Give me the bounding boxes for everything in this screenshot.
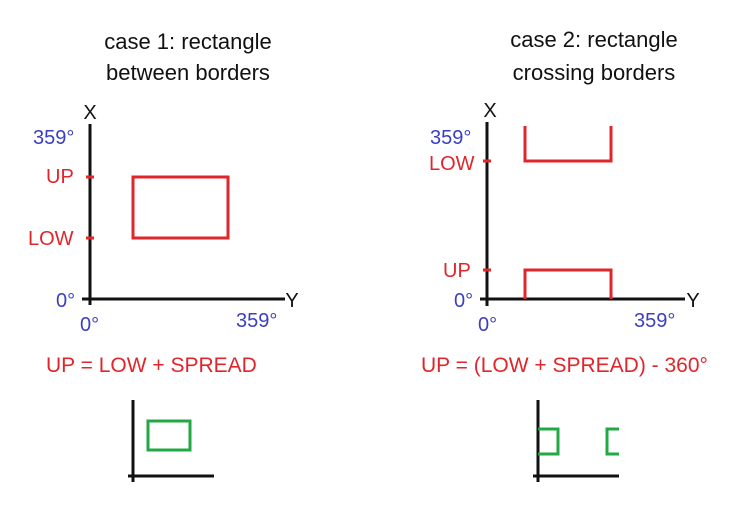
case2-panel: case 2: rectangle crossing borders X Y 3…	[421, 27, 708, 482]
case1-low-label: LOW	[28, 228, 74, 250]
case2-green-rectangle-left-part	[538, 427, 560, 456]
case2-title-line2: crossing borders	[513, 60, 676, 85]
case1-x-min-label: 0°	[56, 290, 75, 312]
case2-formula: UP = (LOW + SPREAD) - 360°	[421, 354, 708, 377]
case2-red-rectangle-bottom-part	[523, 268, 613, 299]
case2-y-max-label: 359°	[634, 310, 675, 332]
case2-x-min-label: 0°	[454, 290, 473, 312]
case1-red-rectangle	[131, 175, 230, 240]
case2-red-rectangle-top-part	[523, 126, 613, 163]
case1-y-axis-letter: Y	[285, 290, 298, 312]
case2-title-line1: case 2: rectangle	[510, 27, 678, 52]
case1-up-label: UP	[46, 166, 74, 188]
case1-panel: case 1: rectangle between borders X Y 35…	[28, 29, 299, 482]
case1-formula: UP = LOW + SPREAD	[46, 354, 257, 377]
case2-x-axis-letter: X	[483, 100, 496, 122]
case1-title-line2: between borders	[106, 60, 270, 85]
case1-green-rectangle	[146, 419, 192, 452]
case2-green-rectangle-right-part	[605, 427, 619, 456]
case1-y-max-label: 359°	[236, 310, 277, 332]
case2-y-axis-letter: Y	[686, 290, 699, 312]
case1-x-axis-letter: X	[83, 102, 96, 124]
case2-x-max-label: 359°	[430, 127, 471, 149]
case1-x-max-label: 359°	[33, 127, 74, 149]
case1-title-line1: case 1: rectangle	[104, 29, 272, 54]
case2-low-label: LOW	[429, 153, 475, 175]
case2-up-label: UP	[443, 260, 471, 282]
case1-y-min-label: 0°	[80, 314, 99, 336]
case2-y-min-label: 0°	[478, 314, 497, 336]
